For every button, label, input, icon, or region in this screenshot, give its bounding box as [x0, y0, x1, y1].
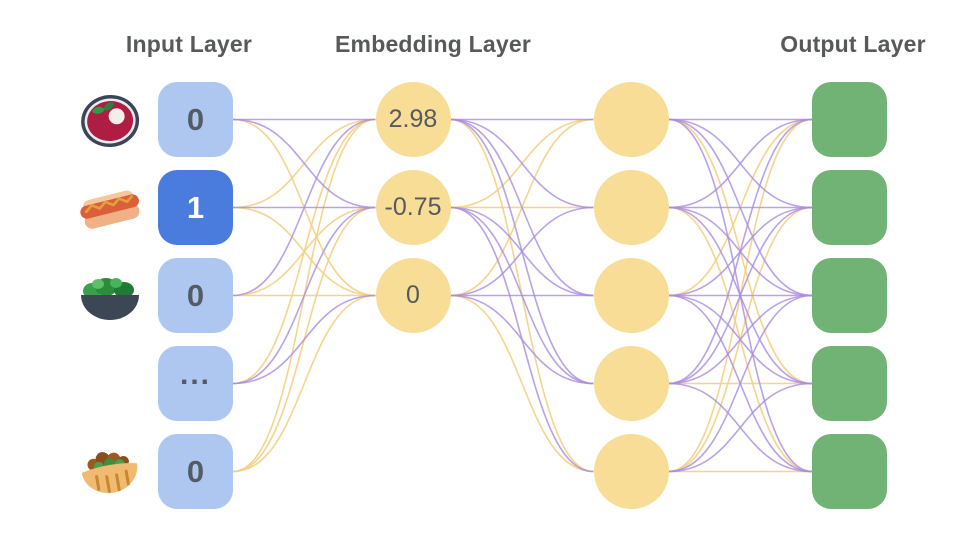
input-node-4-label: ... [179, 357, 211, 391]
edge-purple [668, 206, 813, 385]
edge-purple [668, 294, 813, 473]
edge-purple [232, 118, 376, 297]
borscht-soup-icon [78, 88, 142, 152]
edge-yellow [450, 294, 594, 473]
input-node-1-label: 0 [186, 101, 205, 137]
hidden-node-2 [593, 170, 669, 245]
edge-purple [450, 294, 594, 385]
output-node-1 [812, 82, 887, 157]
embedding-layer-title: Embedding Layer [335, 31, 531, 57]
hidden-node-3 [593, 258, 669, 333]
edge-purple [668, 382, 813, 473]
green-salad-icon [78, 264, 142, 328]
edge-purple [668, 294, 813, 385]
input-layer-title: Input Layer [125, 31, 253, 57]
embedding-node-1: 2.98 [375, 82, 451, 157]
embedding-node-1-label: 2.98 [388, 105, 438, 133]
output-node-2 [812, 170, 887, 245]
edge-purple [668, 118, 813, 385]
input-node-2-label: 1 [186, 189, 205, 225]
edge-purple [232, 118, 376, 209]
output-node-4 [812, 346, 887, 421]
input-node-3: 0 [158, 258, 233, 333]
embedding-node-2-label: -0.75 [384, 193, 442, 221]
edge-purple [450, 118, 594, 209]
input-node-2: 1 [158, 170, 233, 245]
edge-purple [450, 206, 594, 297]
output-node-5 [812, 434, 887, 509]
output-node-3 [812, 258, 887, 333]
edge-yellow [232, 294, 376, 473]
hot-dog-icon [78, 176, 142, 240]
input-node-1: 0 [158, 82, 233, 157]
embedding-node-2: -0.75 [375, 170, 451, 245]
output-layer-title: Output Layer [780, 31, 926, 57]
edge-purple [232, 206, 376, 385]
input-node-4: ... [158, 346, 233, 421]
stuffed-flatbread-icon [78, 440, 142, 504]
edge-purple [450, 118, 594, 297]
input-node-5: 0 [158, 434, 233, 509]
embedding-node-3-label: 0 [406, 281, 420, 309]
edge-purple [232, 294, 376, 385]
input-node-3-label: 0 [186, 277, 205, 313]
hidden-node-4 [593, 346, 669, 421]
input-node-5-label: 0 [186, 453, 205, 489]
embedding-node-3: 0 [375, 258, 451, 333]
edge-purple [668, 118, 813, 209]
edge-yellow [232, 118, 376, 385]
hidden-node-5 [593, 434, 669, 509]
hidden-node-1 [593, 82, 669, 157]
